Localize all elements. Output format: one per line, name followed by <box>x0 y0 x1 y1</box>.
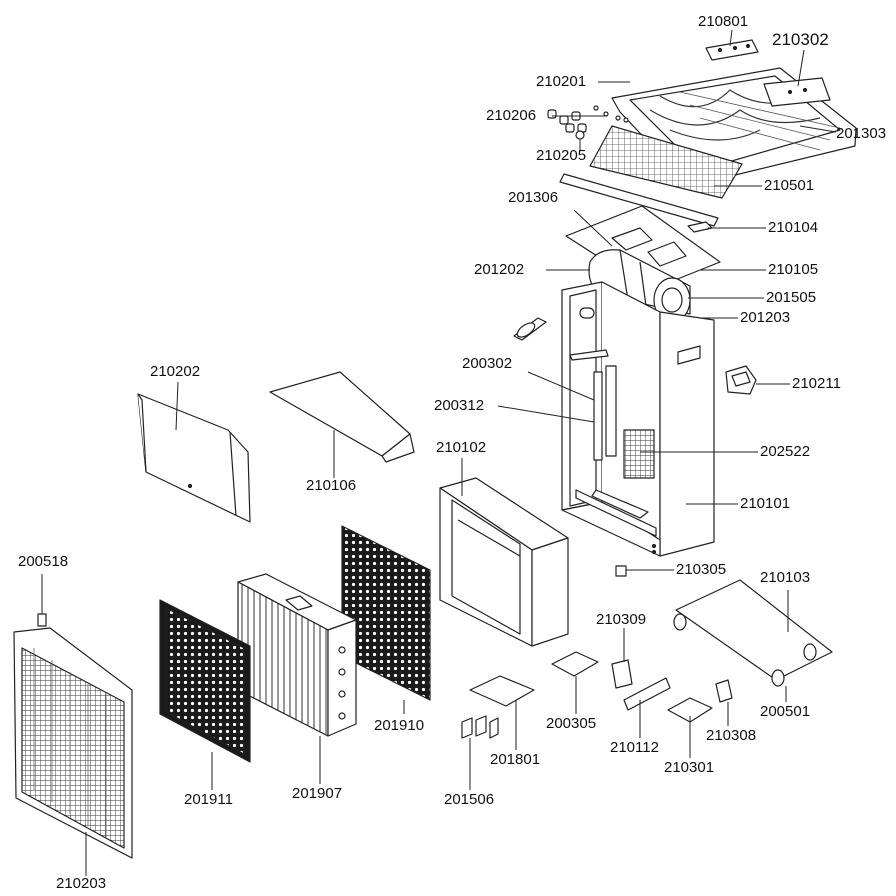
small-switch-part <box>615 565 627 577</box>
label-210301: 210301 <box>664 759 715 776</box>
label-210205: 210205 <box>536 147 587 164</box>
control-board-part <box>763 77 831 107</box>
handle-part-right <box>725 365 757 395</box>
filter-frame-part <box>439 477 569 647</box>
leader-lines <box>41 29 837 876</box>
label-200501: 200501 <box>760 703 811 720</box>
blower-part <box>588 249 691 323</box>
label-210101: 210101 <box>740 495 791 512</box>
label-201907: 201907 <box>292 785 343 802</box>
label-210211: 210211 <box>792 375 841 392</box>
uv-lamp-part <box>569 349 617 461</box>
label-210103: 210103 <box>760 569 811 586</box>
label-210202: 210202 <box>150 363 201 380</box>
label-200302: 200302 <box>462 355 513 372</box>
label-210308: 210308 <box>706 727 757 744</box>
pre-filter-part <box>159 599 251 763</box>
label-210206: 210206 <box>486 107 537 124</box>
label-201801: 201801 <box>490 751 541 768</box>
side-panel-part <box>137 393 251 523</box>
label-202522: 202522 <box>760 443 811 460</box>
sensor-part <box>37 613 47 627</box>
label-201203: 201203 <box>740 309 791 326</box>
front-grille-part <box>13 627 133 859</box>
fan-plate-part <box>565 205 721 291</box>
connector-part <box>715 679 733 703</box>
label-210203: 210203 <box>56 875 107 892</box>
label-201911: 201911 <box>184 791 233 808</box>
mount-plate-part <box>469 675 535 707</box>
pcb-part <box>551 651 599 677</box>
label-210102: 210102 <box>436 439 487 456</box>
label-210501: 210501 <box>764 177 815 194</box>
label-210309: 210309 <box>596 611 647 628</box>
label-200305: 200305 <box>546 715 597 732</box>
base-plate-part <box>673 579 833 687</box>
label-201303: 201303 <box>836 125 887 142</box>
label-210104: 210104 <box>768 219 819 236</box>
bracket-part <box>623 677 671 711</box>
label-210201: 210201 <box>536 73 587 90</box>
label-201505: 201505 <box>766 289 817 306</box>
top-plate-part <box>269 371 415 463</box>
label-201910: 201910 <box>374 717 425 734</box>
top-mesh-part <box>589 125 743 199</box>
label-201306: 201306 <box>508 189 559 206</box>
label-210302: 210302 <box>772 30 829 49</box>
label-201202: 201202 <box>474 261 525 278</box>
label-210305: 210305 <box>676 561 727 578</box>
label-200312: 200312 <box>434 397 485 414</box>
main-housing-part <box>561 281 715 557</box>
display-board-part <box>705 39 759 61</box>
clip-part <box>461 715 499 739</box>
label-200518: 200518 <box>18 553 69 570</box>
label-210801: 210801 <box>698 13 749 30</box>
label-210105: 210105 <box>768 261 819 278</box>
label-210112: 210112 <box>610 739 659 756</box>
relay-part <box>611 659 633 689</box>
label-210106: 210106 <box>306 477 357 494</box>
main-pcb-part <box>667 697 713 723</box>
hepa-filter-part <box>237 573 357 737</box>
handle-part-left <box>513 317 547 341</box>
label-201506: 201506 <box>444 791 495 808</box>
